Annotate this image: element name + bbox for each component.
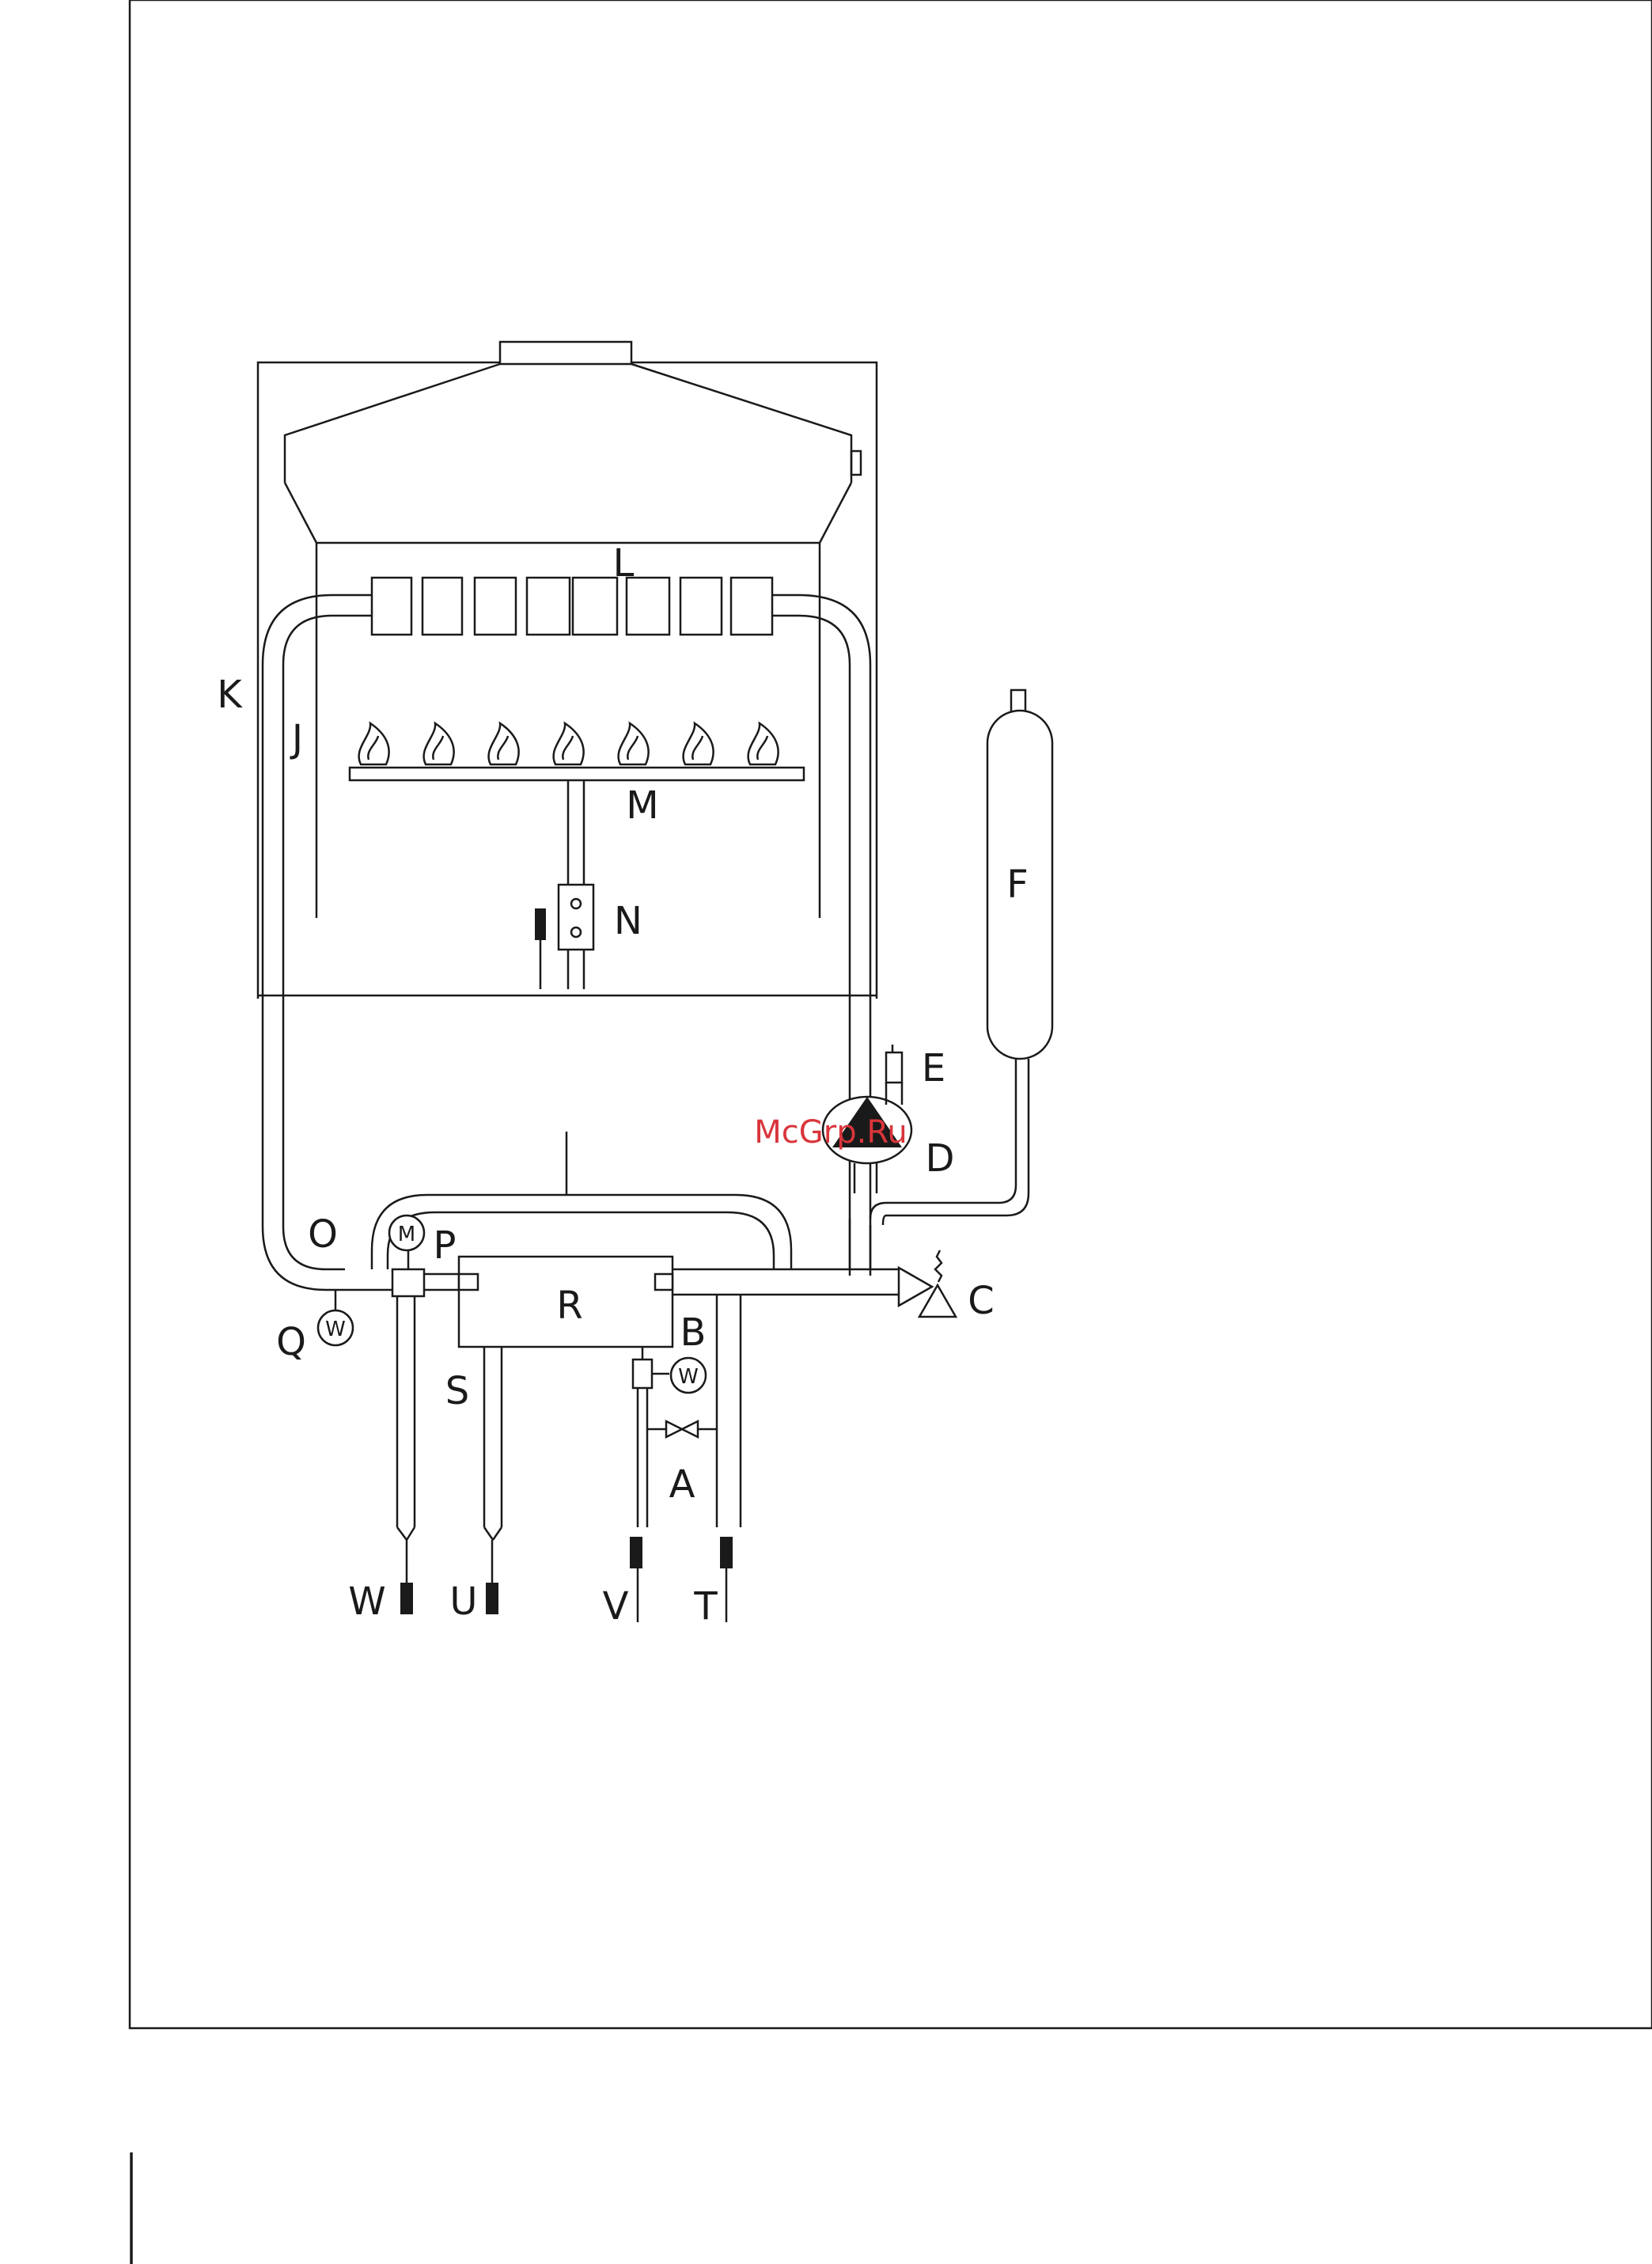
- label-d: D: [926, 1136, 955, 1181]
- page-frame: [130, 0, 1652, 2028]
- label-v: V: [603, 1584, 629, 1629]
- label-a: A: [669, 1462, 695, 1507]
- label-b: B: [680, 1310, 707, 1355]
- label-j: J: [290, 717, 303, 761]
- label-u: U: [449, 1579, 477, 1624]
- label-l: L: [613, 541, 635, 586]
- burner: [350, 723, 804, 885]
- label-p: P: [434, 1223, 457, 1268]
- filling-tap: [647, 1421, 717, 1437]
- label-s: S: [445, 1369, 469, 1413]
- label-e: E: [922, 1046, 945, 1090]
- boiler-casing: [258, 362, 877, 999]
- component-labels: L K J M N F E D C O P R Q B S A W U V T: [217, 541, 1029, 1629]
- label-k: K: [217, 673, 243, 717]
- label-c: C: [968, 1279, 995, 1323]
- label-w: W: [348, 1579, 385, 1624]
- label-r: R: [556, 1284, 582, 1328]
- pressure-sensor: W: [318, 1290, 353, 1345]
- motor-symbol: M: [398, 1223, 415, 1246]
- flue-hood: [285, 342, 861, 543]
- heat-exchanger: [372, 578, 772, 635]
- label-m: M: [626, 783, 658, 828]
- flow-switch-symbol: W: [678, 1365, 699, 1389]
- label-f: F: [1006, 863, 1029, 907]
- label-n: N: [614, 899, 642, 943]
- safety-valve: [899, 1250, 956, 1317]
- label-o: O: [308, 1212, 338, 1257]
- three-way-valve: M: [389, 1215, 424, 1296]
- flames: [359, 723, 779, 764]
- watermark: McGrp.Ru: [754, 1114, 907, 1151]
- gas-valve: [535, 885, 593, 989]
- air-vent: [886, 1045, 902, 1105]
- label-q: Q: [276, 1320, 306, 1364]
- label-t: T: [693, 1584, 718, 1629]
- pressure-sensor-symbol: W: [325, 1318, 346, 1341]
